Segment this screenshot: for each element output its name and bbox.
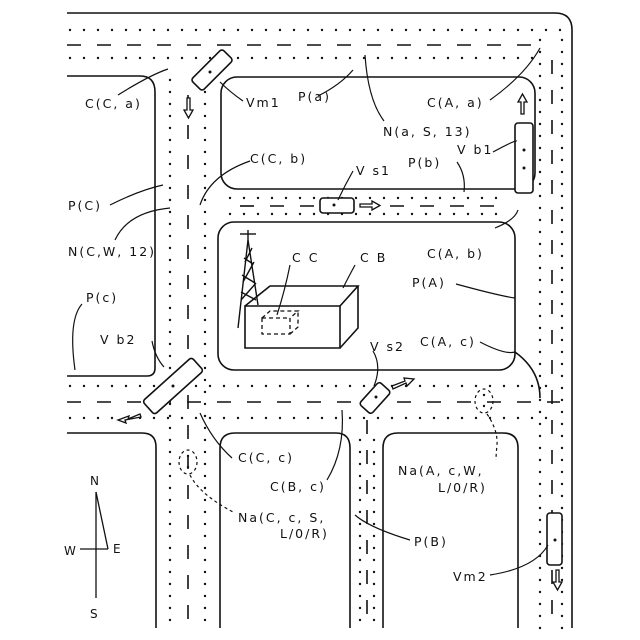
label-Vm1: Vm1 (246, 95, 281, 110)
compass-north: N (90, 474, 99, 488)
label-P-b: P(b) (408, 155, 441, 170)
label-P-c: P(c) (86, 290, 118, 305)
component-CC (262, 311, 298, 334)
vehicle-Vb1 (515, 123, 533, 193)
leader-P-c (73, 304, 82, 370)
label-C-C-b: C(C, b) (250, 151, 307, 166)
block-C-top (67, 76, 155, 376)
leader-C-A-c (480, 342, 515, 353)
arrow-Vm2 (553, 570, 562, 590)
leader-Vs2 (373, 351, 378, 386)
leader-Vb1 (493, 141, 517, 152)
label-Na-A-c-W-line1: Na(A, c,W, (398, 463, 484, 478)
label-N-a-S-13: N(a, S, 13) (383, 124, 472, 139)
leader-C-C-a (118, 69, 168, 95)
label-Vs1: V s1 (356, 163, 391, 178)
label-Vb2: V b2 (100, 332, 136, 347)
compass-east: E (113, 542, 121, 556)
vehicle-Vm1 (191, 49, 233, 91)
label-C-C-a: C(C, a) (85, 96, 142, 111)
label-Na-C-c-S-line2: L/0/R) (280, 526, 329, 541)
label-Vb1: V b1 (457, 142, 493, 157)
arrow-Vb1 (518, 94, 527, 114)
leader-P-A (456, 284, 515, 298)
sensor-Na-A-c-W (475, 389, 493, 413)
block-bottom-left (67, 433, 156, 628)
leader-CB (343, 265, 355, 288)
label-P-B: P(B) (414, 534, 448, 549)
leader-Vm2 (490, 545, 548, 575)
leader-Vb2 (152, 341, 164, 367)
label-P-a: P(a) (298, 89, 331, 104)
leader-C-A-a (490, 48, 540, 100)
arrow-Vs1 (360, 201, 380, 210)
label-C-A-b: C(A, b) (427, 246, 484, 261)
label-Na-A-c-W-line2: L/0/R) (438, 480, 487, 495)
leader-P-b (457, 162, 464, 192)
label-P-A: P(A) (412, 275, 446, 290)
arrow-Vs2 (392, 378, 414, 389)
leader-CC (277, 265, 290, 315)
leader-Na-A-c-W (487, 414, 497, 460)
label-Vm2: Vm2 (453, 569, 488, 584)
compass-south: S (90, 607, 98, 621)
vehicle-Vs1 (320, 198, 354, 213)
label-CC: C C (292, 250, 319, 265)
label-C-A-a: C(A, a) (427, 95, 484, 110)
leader-N-a-S-13 (365, 55, 384, 121)
leader-C-A-b (495, 210, 518, 228)
label-Vs2: V s2 (370, 339, 405, 354)
label-P-C: P(C) (68, 198, 102, 213)
leader-Na-C-c-S (190, 475, 235, 513)
compass (80, 492, 108, 598)
building-CB (245, 286, 358, 348)
compass-west: W (64, 544, 76, 558)
leader-C-B-c (327, 410, 342, 480)
label-C-B-c: C(B, c) (270, 479, 326, 494)
arrow-Vb2 (118, 414, 141, 423)
label-C-A-c: C(A, c) (420, 334, 476, 349)
label-CB: C B (360, 250, 387, 265)
label-C-C-c: C(C, c) (238, 450, 294, 465)
label-N-C-W-12: N(C,W, 12) (68, 244, 156, 259)
arrow-Vm1 (184, 98, 193, 118)
leader-N-C-W-12 (115, 208, 170, 240)
leader-Vm1 (220, 82, 243, 101)
radio-tower (238, 230, 258, 328)
leader-Vs1 (338, 171, 353, 200)
label-Na-C-c-S-line1: Na(C, c, S, (238, 510, 325, 525)
block-A-corner-line (515, 352, 540, 398)
